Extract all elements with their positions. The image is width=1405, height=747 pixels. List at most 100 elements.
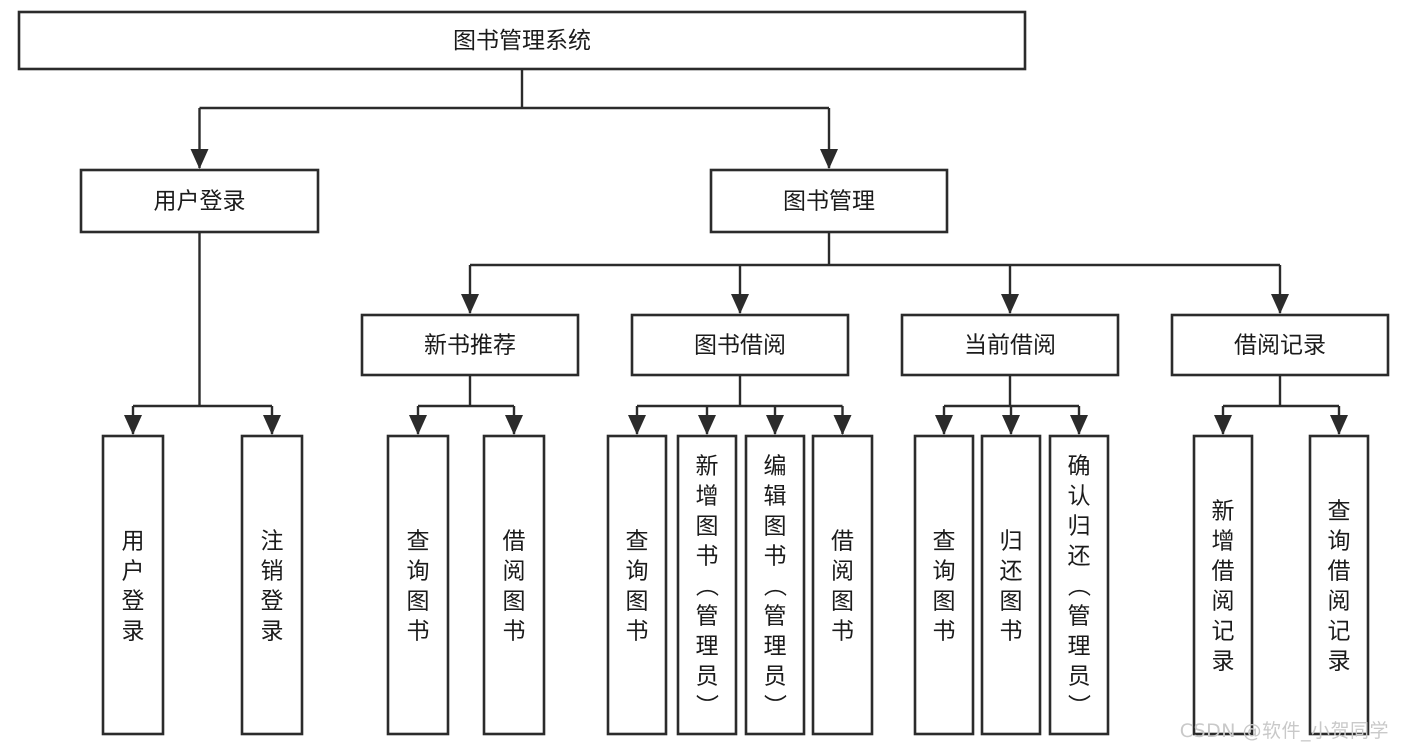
svg-text:归: 归: [1000, 528, 1023, 554]
svg-text:录: 录: [1212, 648, 1235, 674]
svg-text:书: 书: [626, 618, 649, 644]
svg-text:书: 书: [503, 618, 526, 644]
svg-text:理: 理: [1068, 633, 1091, 659]
node-leaf-query-borrow-record[interactable]: [1308, 434, 1370, 736]
svg-text:记: 记: [1212, 618, 1235, 644]
node-leaf-query-book-borrow[interactable]: [606, 434, 668, 736]
node-label-book-management: 图书管理: [783, 189, 875, 215]
svg-text:员: 员: [696, 663, 719, 689]
arrow-head-icon: [1002, 415, 1020, 435]
arrow-head-icon: [409, 415, 427, 435]
svg-text:图: 图: [933, 588, 956, 614]
node-leaf-return-book[interactable]: [980, 434, 1042, 736]
node-borrow-record[interactable]: [1170, 313, 1390, 377]
node-leaf-edit-book-admin[interactable]: [744, 434, 806, 736]
svg-text:图: 图: [831, 588, 854, 614]
node-leaf-query-book-current[interactable]: [913, 434, 975, 736]
node-current-borrow[interactable]: [900, 313, 1120, 377]
arrow-head-icon: [698, 415, 716, 435]
node-label-book-borrow: 图书借阅: [694, 333, 786, 359]
arrow-head-icon: [1330, 415, 1348, 435]
svg-text:户: 户: [122, 558, 145, 584]
node-leaf-query-book-recommend[interactable]: [386, 434, 450, 736]
svg-text:录: 录: [122, 618, 145, 644]
arrow-head-icon: [766, 415, 784, 435]
node-leaf-borrow-book-recommend[interactable]: [482, 434, 546, 736]
node-leaf-user-login[interactable]: [101, 434, 165, 736]
svg-text:员: 员: [1068, 663, 1091, 689]
svg-text:）: ）: [693, 694, 719, 717]
node-leaf-borrow-book[interactable]: [811, 434, 874, 736]
svg-text:书: 书: [933, 618, 956, 644]
svg-text:登: 登: [261, 588, 284, 614]
svg-text:记: 记: [1328, 618, 1351, 644]
arrow-head-icon: [505, 415, 523, 435]
arrow-head-icon: [833, 415, 852, 435]
svg-text:询: 询: [407, 558, 430, 584]
node-book-management[interactable]: [709, 168, 949, 234]
svg-text:阅: 阅: [831, 558, 854, 584]
svg-text:（: （: [1065, 574, 1091, 597]
svg-text:）: ）: [761, 694, 787, 717]
node-user-login[interactable]: [79, 168, 320, 234]
svg-text:书: 书: [696, 543, 719, 569]
svg-text:书: 书: [407, 618, 430, 644]
arrow-head-icon: [820, 149, 838, 169]
svg-text:认: 认: [1068, 483, 1091, 509]
arrow-head-icon: [1070, 415, 1088, 435]
svg-text:询: 询: [1328, 528, 1351, 554]
svg-text:管: 管: [696, 603, 719, 629]
svg-text:图: 图: [407, 588, 430, 614]
node-leaf-add-borrow-record[interactable]: [1192, 434, 1254, 736]
node-label-current-borrow: 当前借阅: [964, 333, 1056, 359]
svg-text:理: 理: [764, 633, 787, 659]
svg-text:（: （: [761, 574, 787, 597]
svg-text:图: 图: [696, 513, 719, 539]
node-label-leaf-user-login: 用户登录: [122, 528, 145, 644]
node-new-book-recommend[interactable]: [360, 313, 580, 377]
svg-text:借: 借: [503, 528, 526, 554]
svg-text:阅: 阅: [503, 558, 526, 584]
svg-text:理: 理: [696, 633, 719, 659]
svg-text:确: 确: [1068, 453, 1091, 479]
svg-text:阅: 阅: [1212, 588, 1235, 614]
svg-text:借: 借: [1212, 558, 1235, 584]
watermark: CSDN @软件_小贺同学: [1179, 720, 1389, 742]
node-label-borrow-record: 借阅记录: [1234, 333, 1326, 359]
node-root-root[interactable]: [17, 10, 1027, 71]
svg-text:还: 还: [1000, 558, 1023, 584]
node-leaf-confirm-return-admin[interactable]: [1048, 434, 1110, 736]
svg-text:查: 查: [1328, 498, 1351, 524]
svg-text:询: 询: [933, 558, 956, 584]
svg-text:管: 管: [1068, 603, 1091, 629]
svg-text:图: 图: [764, 513, 787, 539]
svg-text:借: 借: [1328, 558, 1351, 584]
node-leaf-logout[interactable]: [240, 434, 304, 736]
node-leaf-add-book-admin[interactable]: [676, 434, 738, 736]
svg-text:查: 查: [626, 528, 649, 554]
svg-text:录: 录: [1328, 648, 1351, 674]
svg-text:录: 录: [261, 618, 284, 644]
arrow-head-icon: [190, 149, 209, 169]
svg-text:新: 新: [1212, 498, 1235, 524]
svg-text:增: 增: [1212, 528, 1235, 554]
svg-text:书: 书: [831, 618, 854, 644]
svg-text:查: 查: [933, 528, 956, 554]
node-label-new-book-recommend: 新书推荐: [424, 333, 516, 359]
svg-text:查: 查: [407, 528, 430, 554]
node-book-borrow[interactable]: [630, 313, 850, 377]
svg-text:用: 用: [122, 528, 145, 554]
node-label-user-login: 用户登录: [154, 189, 246, 215]
svg-text:销: 销: [261, 558, 284, 584]
svg-text:）: ）: [1065, 694, 1091, 717]
